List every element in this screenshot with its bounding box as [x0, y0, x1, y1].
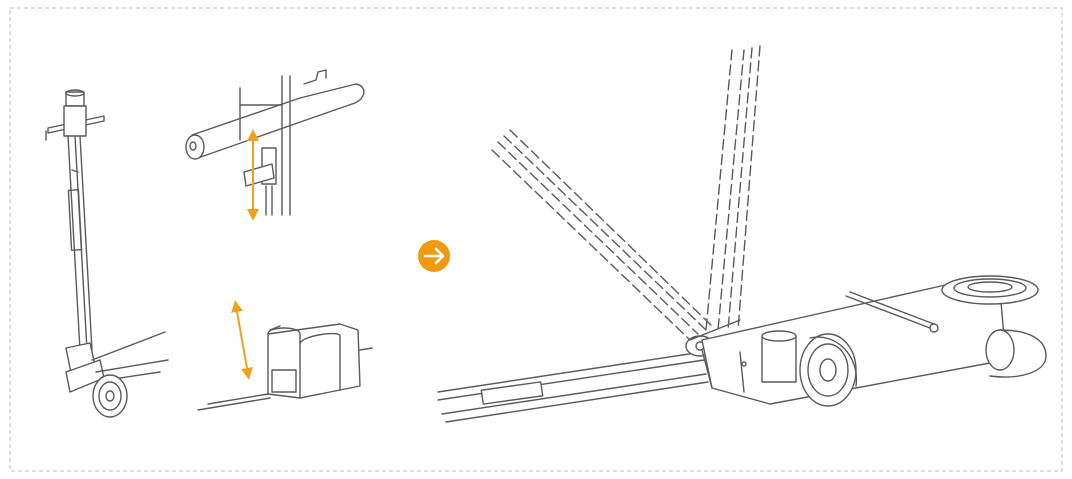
arrow-right-icon: [418, 240, 450, 272]
up-down-arrow-pedal: [231, 300, 253, 380]
dashed-border: [9, 7, 1063, 472]
jack-with-handle-positions-icon: [437, 45, 1047, 423]
handle-release-detail-icon: [185, 69, 365, 216]
upright-jack-icon: [45, 89, 169, 418]
foot-pedal-detail-icon: [197, 323, 373, 411]
